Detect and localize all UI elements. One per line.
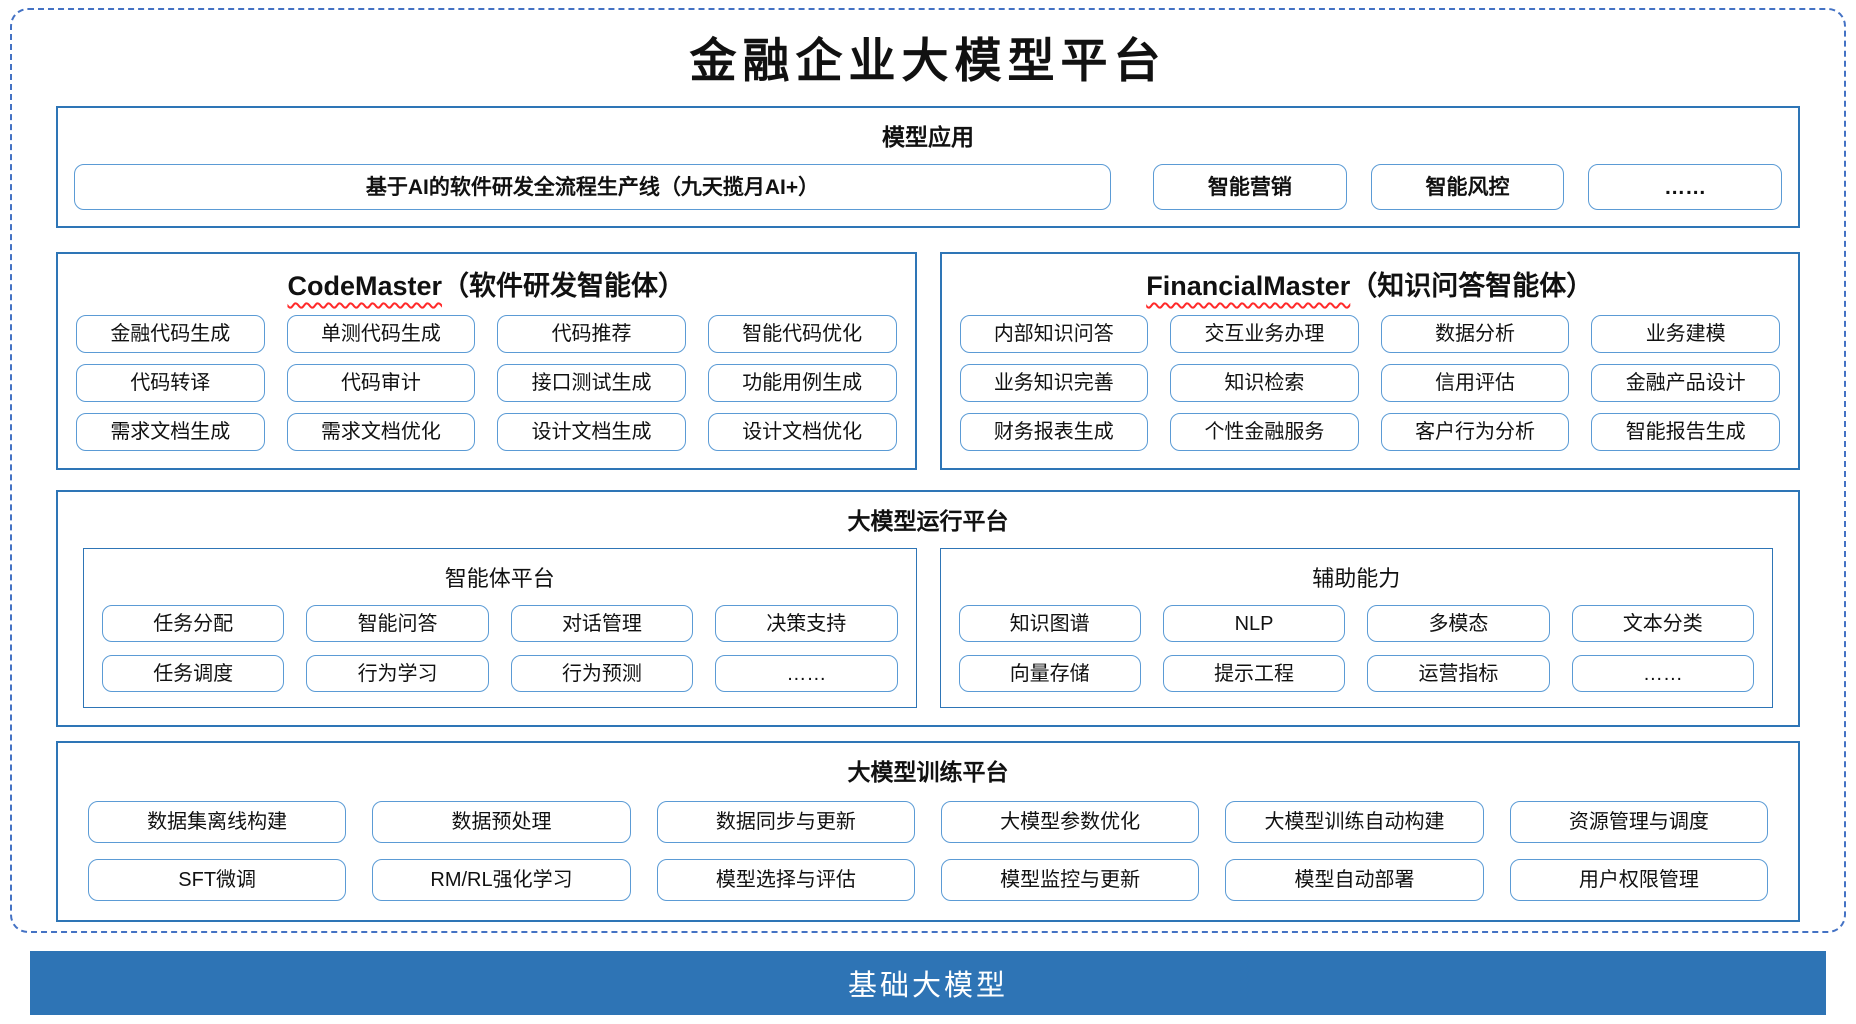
financialmaster-item-box: 知识检索 (1170, 364, 1359, 402)
training-item-box: 用户权限管理 (1509, 859, 1768, 901)
agent-platform-item-box: 决策支持 (715, 605, 898, 642)
app-item-box: 智能营销 (1153, 164, 1347, 210)
foundation-model-label: 基础大模型 (847, 970, 1008, 1002)
agent-platform-box: 智能体平台 任务分配 智能问答 对话管理 决策支持 任务调度 行为学习 行为预测… (83, 548, 917, 708)
app-item-box: …… (1588, 164, 1783, 210)
codemaster-item-box: 功能用例生成 (707, 364, 897, 402)
financialmaster-grid: 内部知识问答 交互业务办理 数据分析 业务建模 业务知识完善 知识检索 信用评估… (959, 315, 1780, 451)
diagram-content: 金融企业大模型平台 模型应用 基于AI的软件研发全流程生产线（九天揽月AI+） … (56, 34, 1800, 922)
training-item-box: 模型监控与更新 (941, 859, 1200, 901)
model-applications-row: 基于AI的软件研发全流程生产线（九天揽月AI+） 智能营销 智能风控 …… (58, 160, 1798, 226)
agent-platform-item-box: 任务分配 (102, 605, 285, 642)
financialmaster-item-box: 信用评估 (1380, 364, 1570, 402)
agent-platform-item-box: 智能问答 (306, 605, 489, 642)
codemaster-title: CodeMaster（软件研发智能体） (76, 262, 897, 315)
codemaster-name-en: CodeMaster (287, 271, 443, 301)
training-item-box: 数据集离线构建 (88, 801, 347, 843)
financialmaster-title: FinancialMaster（知识问答智能体） (960, 262, 1781, 315)
training-item-box: SFT微调 (88, 859, 347, 901)
financialmaster-name-en: FinancialMaster (1146, 271, 1351, 301)
model-applications-header: 模型应用 (882, 124, 974, 150)
financialmaster-item-box: 智能报告生成 (1591, 413, 1780, 451)
section-model-applications: 模型应用 基于AI的软件研发全流程生产线（九天揽月AI+） 智能营销 智能风控 … (56, 106, 1800, 228)
agent-platform-item-box: …… (715, 655, 898, 692)
section-training-platform: 大模型训练平台 数据集离线构建 数据预处理 数据同步与更新 大模型参数优化 大模… (56, 741, 1800, 922)
training-item-box: 数据预处理 (372, 801, 631, 843)
codemaster-item-box: 设计文档生成 (497, 413, 686, 451)
codemaster-item-box: 需求文档生成 (76, 413, 265, 451)
aux-ability-box: 辅助能力 知识图谱 NLP 多模态 文本分类 向量存储 提示工程 运营指标 …… (939, 548, 1773, 708)
codemaster-item-box: 需求文档优化 (286, 413, 476, 451)
foundation-model-bar: 基础大模型 (30, 951, 1826, 1015)
aux-ability-item-box: …… (1571, 655, 1754, 692)
training-item-box: 大模型训练自动构建 (1225, 801, 1484, 843)
runtime-platforms-row: 智能体平台 任务分配 智能问答 对话管理 决策支持 任务调度 行为学习 行为预测… (83, 548, 1773, 708)
training-item-box: 模型选择与评估 (656, 859, 915, 901)
financialmaster-item-box: 客户行为分析 (1380, 413, 1570, 451)
codemaster-item-box: 代码审计 (286, 364, 476, 402)
app-item-box: 智能风控 (1370, 164, 1565, 210)
financialmaster-name-zh: （知识问答智能体） (1350, 271, 1594, 301)
aux-ability-header: 辅助能力 (1312, 566, 1401, 591)
financialmaster-item-box: 金融产品设计 (1591, 364, 1780, 402)
codemaster-item-box: 金融代码生成 (76, 315, 265, 353)
agents-row: CodeMaster（软件研发智能体） 金融代码生成 单测代码生成 代码推荐 智… (56, 252, 1800, 470)
training-item-box: RM/RL强化学习 (372, 859, 631, 901)
aux-ability-item-box: 向量存储 (958, 655, 1141, 692)
section-codemaster: CodeMaster（软件研发智能体） 金融代码生成 单测代码生成 代码推荐 智… (56, 252, 917, 470)
agent-platform-item-box: 对话管理 (510, 605, 694, 642)
codemaster-item-box: 设计文档优化 (707, 413, 897, 451)
agent-platform-item-box: 行为学习 (306, 655, 489, 692)
aux-ability-item-box: 运营指标 (1367, 655, 1550, 692)
training-item-box: 数据同步与更新 (656, 801, 915, 843)
financialmaster-item-box: 财务报表生成 (959, 413, 1149, 451)
financialmaster-item-box: 业务知识完善 (959, 364, 1149, 402)
training-grid: 数据集离线构建 数据预处理 数据同步与更新 大模型参数优化 大模型训练自动构建 … (58, 795, 1798, 920)
agent-platform-header: 智能体平台 (444, 566, 555, 591)
aux-ability-item-box: 文本分类 (1571, 605, 1754, 642)
training-platform-header: 大模型训练平台 (847, 759, 1009, 785)
financialmaster-item-box: 内部知识问答 (959, 315, 1149, 353)
codemaster-item-box: 接口测试生成 (497, 364, 686, 402)
codemaster-item-box: 代码转译 (76, 364, 265, 402)
codemaster-name-zh: （软件研发智能体） (442, 271, 686, 301)
financialmaster-item-box: 数据分析 (1380, 315, 1570, 353)
section-runtime-platform: 大模型运行平台 智能体平台 任务分配 智能问答 对话管理 决策支持 任务调度 行… (56, 490, 1800, 727)
training-item-box: 模型自动部署 (1225, 859, 1484, 901)
codemaster-item-box: 代码推荐 (497, 315, 686, 353)
aux-ability-grid: 知识图谱 NLP 多模态 文本分类 向量存储 提示工程 运营指标 …… (958, 605, 1754, 692)
codemaster-grid: 金融代码生成 单测代码生成 代码推荐 智能代码优化 代码转译 代码审计 接口测试… (76, 315, 897, 451)
codemaster-item-box: 智能代码优化 (707, 315, 897, 353)
financialmaster-item-box: 业务建模 (1591, 315, 1780, 353)
codemaster-item-box: 单测代码生成 (286, 315, 476, 353)
aux-ability-item-box: 知识图谱 (958, 605, 1141, 642)
section-financialmaster: FinancialMaster（知识问答智能体） 内部知识问答 交互业务办理 数… (939, 252, 1800, 470)
financialmaster-item-box: 交互业务办理 (1170, 315, 1359, 353)
agent-platform-item-box: 行为预测 (510, 655, 694, 692)
agent-platform-item-box: 任务调度 (102, 655, 285, 692)
training-item-box: 大模型参数优化 (941, 801, 1200, 843)
financialmaster-item-box: 个性金融服务 (1170, 413, 1359, 451)
runtime-platform-header: 大模型运行平台 (847, 508, 1009, 534)
page-title: 金融企业大模型平台 (689, 34, 1167, 89)
aux-ability-item-box: NLP (1162, 605, 1346, 642)
agent-platform-grid: 任务分配 智能问答 对话管理 决策支持 任务调度 行为学习 行为预测 …… (102, 605, 898, 692)
aux-ability-item-box: 提示工程 (1162, 655, 1346, 692)
training-item-box: 资源管理与调度 (1509, 801, 1768, 843)
app-pipeline-box: 基于AI的软件研发全流程生产线（九天揽月AI+） (74, 164, 1111, 210)
aux-ability-item-box: 多模态 (1367, 605, 1550, 642)
